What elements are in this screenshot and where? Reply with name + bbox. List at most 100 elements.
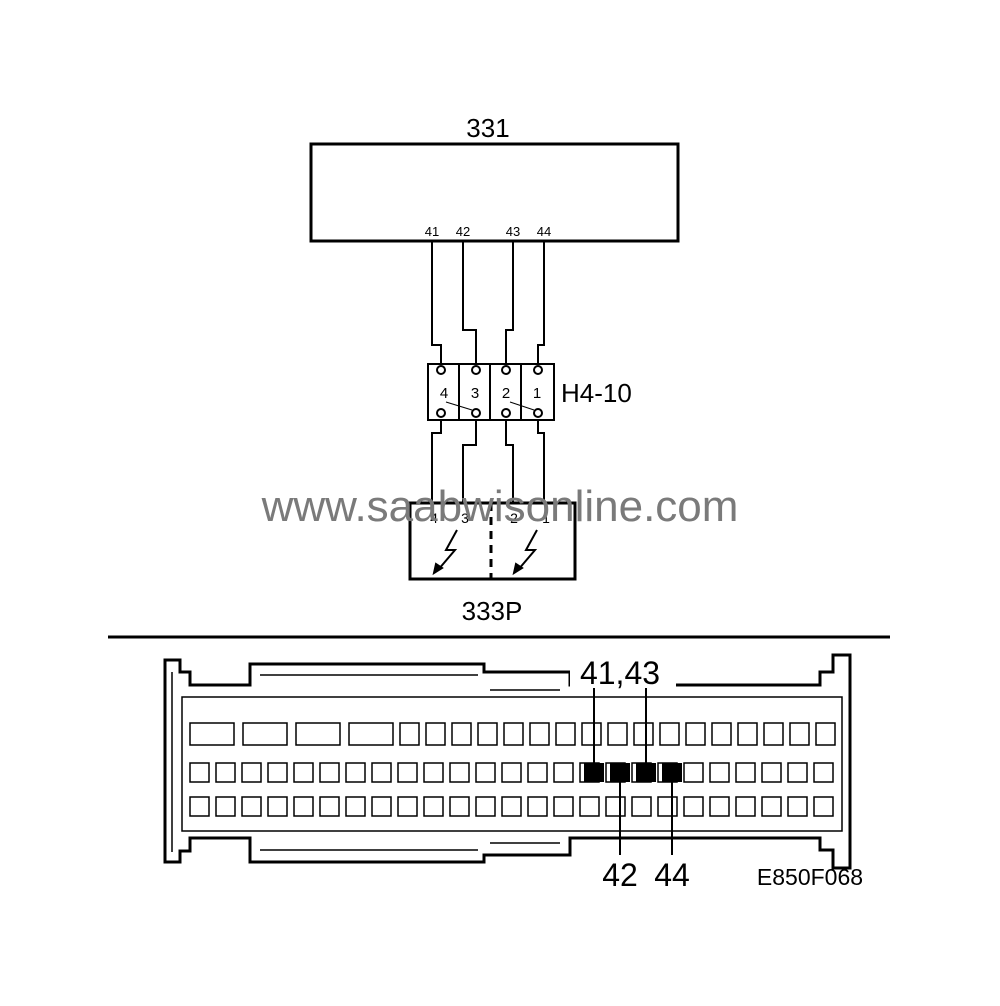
comp-pin-label-2: 2 [510, 510, 518, 526]
spark-symbol-right [512, 529, 538, 576]
cavity [787, 796, 808, 817]
bottom-callout-label-42: 42 [602, 857, 638, 893]
highlighted-pin-43 [636, 763, 656, 782]
cavity [241, 796, 262, 817]
top-callout-label: 41,43 [580, 655, 660, 691]
connector-housing [163, 653, 852, 870]
control-unit-box [309, 142, 680, 243]
cu-pin-label-43: 43 [506, 224, 520, 239]
cavity [477, 722, 498, 746]
cavity [475, 762, 496, 783]
h4-10-terminal-bottom-1 [533, 408, 543, 418]
wire-41 [431, 241, 442, 364]
comp-pin-label-4: 4 [430, 510, 438, 526]
cavity [659, 722, 680, 746]
cavity [685, 722, 706, 746]
wires-lower [431, 420, 545, 503]
h4-10-label: H4-10 [561, 378, 632, 408]
h4-10-terminal-bottom-3 [471, 408, 481, 418]
cavity-wide [189, 722, 235, 746]
cavity [345, 796, 366, 817]
cavity [267, 796, 288, 817]
h4-10-pin-label-2: 2 [502, 385, 510, 402]
cavity [631, 796, 652, 817]
cavity [501, 762, 522, 783]
h4-10-terminal-bottom-4 [436, 408, 446, 418]
cavity [555, 722, 576, 746]
cavity [709, 796, 730, 817]
wire-lower-3 [462, 420, 477, 503]
wire-lower-1 [537, 420, 545, 503]
cavity [215, 762, 236, 783]
h4-10-terminal-top-3 [471, 365, 481, 375]
cavity [215, 796, 236, 817]
cavity [581, 722, 602, 746]
h4-10-pin-label-3: 3 [471, 385, 479, 402]
cavity [735, 796, 756, 817]
cavity-row-middle [189, 762, 834, 783]
component-label: 333P [462, 596, 523, 626]
cavity [527, 762, 548, 783]
cavity-wide [242, 722, 288, 746]
cu-pin-label-44: 44 [537, 224, 551, 239]
cavity [399, 722, 420, 746]
cavity [501, 796, 522, 817]
wire-43 [505, 241, 514, 364]
watermark-text: www.saabwisonline.com [261, 482, 739, 531]
cavity [319, 796, 340, 817]
cavity [189, 762, 210, 783]
cavity [423, 796, 444, 817]
comp-pin-label-3: 3 [461, 510, 469, 526]
comp-pin-label-1: 1 [542, 510, 550, 526]
h4-10-pin-label-4: 4 [440, 385, 448, 402]
wire-lower-2 [505, 420, 514, 503]
spark-symbol-left [432, 529, 458, 576]
cavity [241, 762, 262, 783]
cavity [709, 762, 730, 783]
h4-10-terminal-bottom-2 [501, 408, 511, 418]
h4-10-terminal-top-2 [501, 365, 511, 375]
cu-pin-label-41: 41 [425, 224, 439, 239]
highlighted-pin-42 [610, 763, 630, 782]
connector-h4-10: 4 3 2 1 H4-10 [427, 363, 632, 421]
cavity [451, 722, 472, 746]
cavity [397, 762, 418, 783]
wire-lower-4 [431, 420, 442, 503]
cavity [449, 762, 470, 783]
cavity [397, 796, 418, 817]
cu-pin-label-42: 42 [456, 224, 470, 239]
cavity [449, 796, 470, 817]
control-unit-331: 331 41 42 43 44 [309, 113, 680, 243]
highlighted-pin-41 [584, 763, 604, 782]
cavity [605, 796, 626, 817]
h4-10-terminal-top-1 [533, 365, 543, 375]
cavity [737, 722, 758, 746]
cavity-row-top [189, 722, 836, 746]
cavity [607, 722, 628, 746]
cavity [475, 796, 496, 817]
cavity [293, 762, 314, 783]
cavity [371, 796, 392, 817]
cavity [553, 762, 574, 783]
figure-id: E850F068 [757, 864, 863, 890]
wires-upper [431, 241, 545, 364]
cavity [527, 796, 548, 817]
cavity [579, 796, 600, 817]
wire-42 [462, 241, 477, 364]
control-unit-label: 331 [466, 113, 509, 143]
component-333p: 4 3 2 1 333P [408, 501, 577, 626]
wire-44 [537, 241, 545, 364]
cavity [761, 762, 782, 783]
cavity [813, 762, 834, 783]
cavity [553, 796, 574, 817]
bottom-callout-label-44: 44 [654, 857, 690, 893]
cavity-wide [348, 722, 394, 746]
cavity [371, 762, 392, 783]
cavity [813, 796, 834, 817]
cavity [735, 762, 756, 783]
cavity [787, 762, 808, 783]
cavity-row-bottom [189, 796, 834, 817]
cavity [345, 762, 366, 783]
cavity [423, 762, 444, 783]
